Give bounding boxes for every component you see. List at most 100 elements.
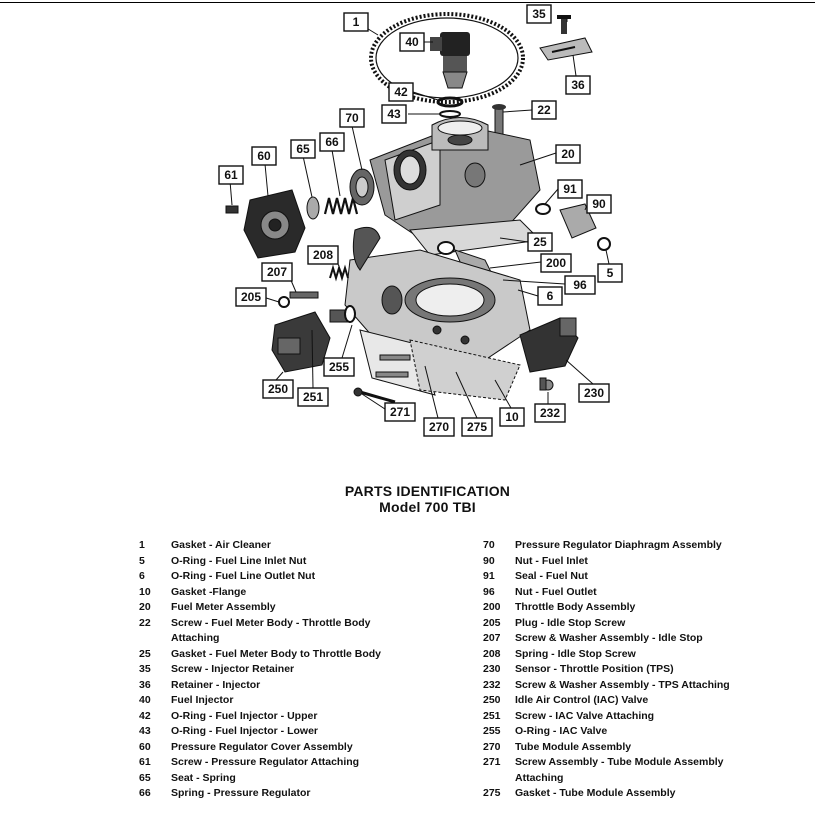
part-description: O-Ring - Fuel Injector - Upper	[171, 709, 318, 722]
part-description: Attaching	[515, 771, 564, 784]
callout-number: 6	[547, 289, 554, 303]
callout-number: 66	[325, 135, 339, 149]
part-description: Plug - Idle Stop Screw	[515, 616, 626, 629]
callout-number: 36	[571, 78, 585, 92]
part-description: Screw - Fuel Meter Body - Throttle Body	[171, 616, 371, 629]
part-description: O-Ring - Fuel Injector - Lower	[171, 725, 318, 737]
callout-10: 10	[499, 407, 525, 427]
pressure-regulator-drawing	[225, 189, 306, 259]
callout-number: 208	[313, 248, 333, 262]
callout-number: 65	[296, 142, 310, 156]
callout-61: 61	[218, 165, 244, 185]
callout-number: 251	[303, 390, 323, 404]
callout-number: 22	[537, 103, 551, 117]
regulator-diaphragm	[349, 168, 375, 206]
part-number: 20	[139, 601, 151, 613]
part-number: 270	[483, 740, 501, 753]
callout-1: 1	[343, 12, 369, 32]
regulator-spring-seat	[306, 196, 320, 220]
part-description: O-Ring - Fuel Line Outlet Nut	[171, 570, 316, 582]
callout-number: 271	[390, 405, 410, 419]
part-description: Gasket - Tube Module Assembly	[515, 787, 676, 799]
callout-275: 275	[461, 417, 493, 437]
callout-box	[339, 108, 365, 128]
callout-270: 270	[423, 417, 455, 437]
callout-box	[343, 12, 369, 32]
part-number: 232	[483, 678, 501, 691]
part-description: Pressure Regulator Cover Assembly	[171, 740, 353, 753]
part-description: Screw Assembly - Tube Module Assembly	[515, 756, 724, 768]
callout-number: 60	[257, 149, 271, 163]
callout-box	[565, 75, 591, 95]
part-row: 207 Screw & Washer Assembly - Idle Stop	[483, 631, 783, 647]
callout-number: 20	[561, 147, 575, 161]
callout-box	[307, 245, 339, 265]
callout-box	[262, 379, 294, 399]
part-number: 10	[139, 585, 151, 598]
part-number: 61	[139, 756, 151, 768]
part-number: 25	[139, 647, 151, 660]
callout-box	[319, 132, 345, 152]
callout-number: 42	[394, 85, 408, 99]
fuel-meter-body-drawing	[369, 117, 541, 246]
callout-box	[527, 232, 553, 252]
part-number: 200	[483, 601, 501, 613]
part-number: 96	[483, 585, 495, 598]
part-row: 6 O-Ring - Fuel Line Outlet Nut	[139, 569, 469, 585]
callout-20: 20	[555, 144, 581, 164]
part-number: 250	[483, 694, 501, 706]
callout-box	[323, 357, 355, 377]
part-number: 90	[483, 554, 495, 567]
callout-90: 90	[586, 194, 612, 214]
callout-number: 10	[505, 410, 519, 424]
callout-box	[597, 263, 623, 283]
callout-number: 5	[607, 266, 614, 280]
part-number: 6	[139, 570, 145, 582]
callout-box	[297, 387, 329, 407]
part-number: 35	[139, 663, 151, 675]
callout-box	[540, 253, 572, 273]
callout-205: 205	[235, 287, 267, 307]
part-number: 205	[483, 616, 501, 629]
part-number: 208	[483, 647, 501, 660]
exploded-parts-diagram: 1354036424322706665602061919025208207200…	[218, 4, 623, 437]
callout-number: 43	[387, 107, 401, 121]
part-description: Screw & Washer Assembly - Idle Stop	[515, 632, 703, 644]
callout-number: 40	[405, 35, 419, 49]
callout-box	[499, 407, 525, 427]
callout-number: 230	[584, 386, 604, 400]
part-description: Gasket - Fuel Meter Body to Throttle Bod…	[171, 647, 382, 660]
iac-valve-drawing	[271, 305, 356, 373]
part-number: 207	[483, 632, 501, 644]
callout-43: 43	[381, 104, 407, 124]
callout-230: 230	[578, 383, 610, 403]
callout-box	[534, 403, 566, 423]
callout-number: 207	[267, 265, 287, 279]
callout-box	[381, 104, 407, 124]
callout-box	[537, 286, 563, 306]
part-description: Tube Module Assembly	[515, 740, 632, 753]
part-number: 65	[139, 771, 151, 784]
part-row: 270 Tube Module Assembly	[483, 740, 783, 756]
callout-207: 207	[261, 262, 293, 282]
part-number: 43	[139, 725, 151, 737]
callout-70: 70	[339, 108, 365, 128]
callout-25: 25	[527, 232, 553, 252]
part-number: 66	[139, 787, 151, 799]
part-row: Attaching	[139, 631, 469, 647]
part-row: 205 Plug - Idle Stop Screw	[483, 616, 783, 632]
part-description: Sensor - Throttle Position (TPS)	[515, 663, 674, 675]
